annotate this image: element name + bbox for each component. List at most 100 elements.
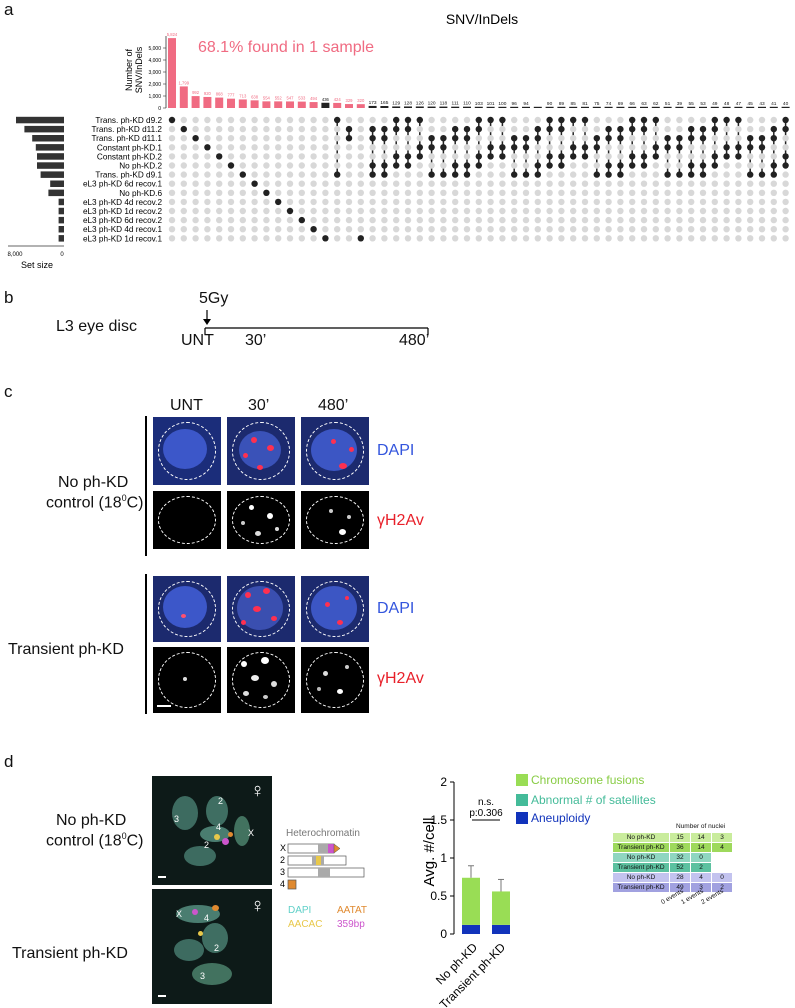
sample-label: eL3 ph-KD 4d recov.1 (83, 225, 162, 234)
matrix-dot-on (581, 153, 589, 160)
matrix-dot-off (699, 235, 707, 242)
upset-bar (215, 97, 224, 108)
matrix-dot-off (298, 235, 305, 242)
matrix-dot-off (345, 153, 353, 160)
matrix-dot-off (593, 216, 600, 224)
upset-bar-label: 48 (724, 101, 730, 107)
matrix-dot-off (546, 235, 553, 242)
matrix-dot-off (522, 180, 530, 187)
matrix-dot-on (640, 125, 648, 133)
matrix-dot-off (275, 116, 282, 124)
matrix-dot-off (723, 189, 730, 196)
img-unt-gamma (153, 491, 221, 549)
matrix-dot-off (286, 171, 294, 178)
img2-unt-dapi (153, 576, 221, 642)
matrix-dot-off (416, 198, 423, 206)
matrix-dot-off (640, 144, 648, 151)
matrix-dot-off (735, 135, 742, 142)
matrix-dot-off (770, 207, 777, 215)
matrix-dot-off (640, 135, 648, 142)
matrix-dot-on (723, 116, 730, 124)
matrix-dot-on (475, 125, 482, 133)
c-row1-line2: control (180C) (46, 493, 144, 512)
matrix-dot-on (393, 125, 400, 133)
matrix-dot-off (534, 153, 541, 160)
matrix-dot-off (298, 180, 305, 187)
matrix-dot-on (440, 144, 447, 151)
matrix-dot-off (310, 153, 317, 160)
matrix-dot-off (310, 171, 317, 178)
upset-bar-label: 126 (416, 100, 424, 106)
matrix-dot-on (581, 144, 589, 151)
upset-bar-label: 111 (452, 101, 460, 107)
upset-bar-label: 992 (192, 90, 200, 95)
d-ytick: 1.5 (430, 813, 447, 827)
matrix-dot-off (334, 135, 341, 142)
matrix-dot-off (322, 207, 329, 215)
upset-bar (463, 106, 471, 108)
matrix-dot-off (393, 207, 400, 215)
upset-plot: SNV/InDels 68.1% found in 1 sample Numbe… (7, 11, 790, 270)
matrix-dot-off (216, 207, 223, 215)
matrix-dot-off (676, 189, 683, 196)
matrix-dot-off (735, 189, 742, 196)
matrix-dot-off (735, 125, 742, 133)
matrix-dot-off (275, 162, 282, 169)
matrix-dot-off (192, 153, 199, 160)
matrix-dot-on (699, 125, 707, 133)
matrix-dot-off (168, 216, 176, 224)
matrix-dot-off (192, 207, 199, 215)
matrix-dot-off (570, 198, 577, 206)
upset-bar (309, 102, 318, 108)
matrix-dot-off (286, 116, 294, 124)
heterochromatin-title: Heterochromatin (286, 828, 360, 839)
matrix-dot-off (168, 235, 176, 242)
c-dapi-label-1: DAPI (377, 442, 415, 459)
matrix-dot-off (676, 116, 683, 124)
matrix-dot-off (192, 198, 199, 206)
upset-bar (616, 106, 625, 108)
matrix-dot-off (286, 125, 294, 133)
upset-bar (286, 101, 294, 108)
upset-ytick: 5,000 (148, 46, 161, 52)
matrix-dot-off (298, 207, 305, 215)
upset-ytick: 0 (158, 106, 161, 112)
matrix-dot-off (676, 216, 683, 224)
matrix-dot-off (310, 207, 317, 215)
matrix-dot-off (251, 198, 258, 206)
matrix-dot-off (758, 125, 766, 133)
matrix-dot-off (310, 189, 317, 196)
matrix-dot-on (381, 135, 388, 142)
sample-label: eL3 ph-KD 6d recov.2 (83, 216, 162, 225)
matrix-dot-off (204, 180, 211, 187)
matrix-dot-off (204, 189, 211, 196)
sample-label: Constant ph-KD.1 (97, 143, 163, 152)
matrix-dot-off (487, 162, 494, 169)
set-size-bar (50, 180, 64, 187)
matrix-dot-off (345, 162, 353, 169)
matrix-dot-off (770, 116, 777, 124)
matrix-dot-off (440, 180, 447, 187)
matrix-dot-off (640, 198, 648, 206)
matrix-dot-off (440, 235, 447, 242)
matrix-dot-off (416, 171, 423, 178)
matrix-dot-on (664, 144, 671, 151)
matrix-dot-on (487, 153, 494, 160)
upset-bar (604, 106, 613, 108)
matrix-dot-off (593, 207, 600, 215)
matrix-dot-on (640, 116, 648, 124)
matrix-dot-off (428, 153, 435, 160)
matrix-dot-off (227, 135, 235, 142)
matrix-dot-on (192, 135, 199, 142)
matrix-dot-on (782, 153, 789, 160)
upset-bar-label: 69 (618, 101, 624, 107)
upset-ytick: 1,000 (148, 94, 161, 100)
matrix-dot-off (475, 207, 482, 215)
matrix-dot-off (357, 171, 364, 178)
matrix-dot-off (782, 235, 789, 242)
matrix-dot-on (475, 153, 482, 160)
matrix-dot-off (534, 189, 541, 196)
matrix-dot-off (640, 216, 648, 224)
matrix-dot-off (558, 216, 565, 224)
